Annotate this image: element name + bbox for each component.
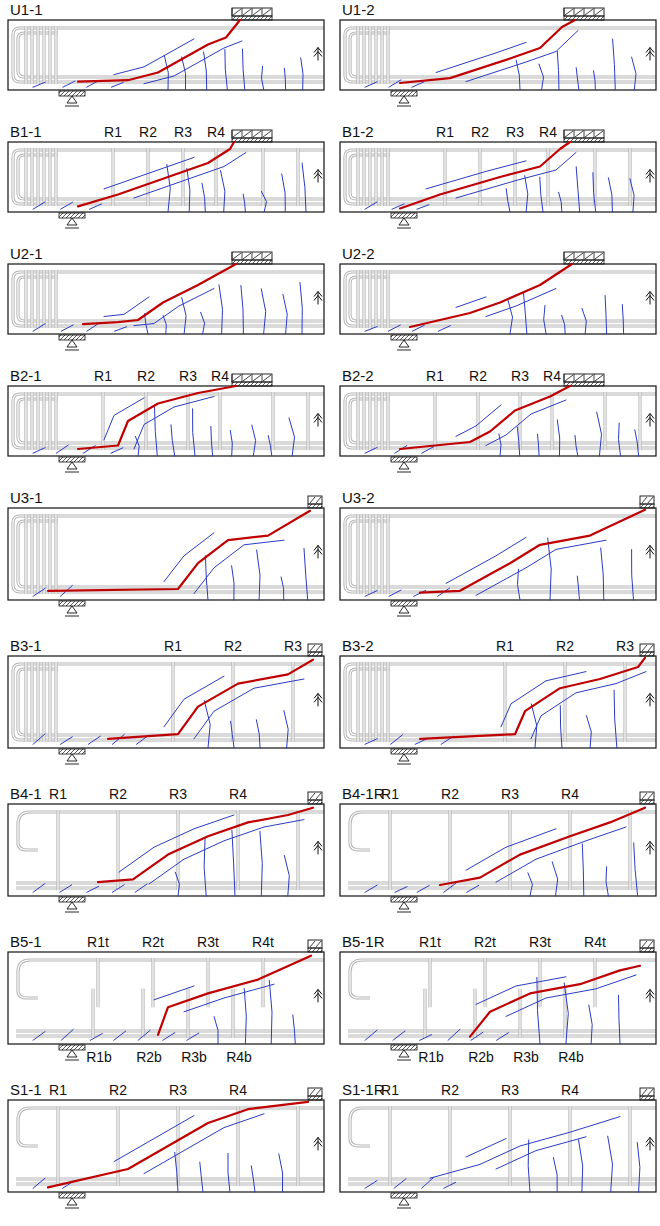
bar-label: R4 — [207, 125, 225, 139]
specimen-label: U1-2 — [342, 2, 375, 17]
specimen-label: U3-2 — [342, 490, 375, 505]
bar-label: R2 — [137, 369, 155, 383]
bar-label: R1 — [49, 1083, 67, 1097]
specimen-label: B2-2 — [342, 368, 374, 383]
bar-label: R4b — [558, 1050, 584, 1064]
bar-label: R4t — [252, 935, 274, 949]
bar-label: R4 — [229, 1083, 247, 1097]
bar-label: R1 — [381, 1083, 399, 1097]
bar-label: R1 — [104, 125, 122, 139]
specimen-label: B2-1 — [10, 368, 42, 383]
bar-label: R2 — [109, 787, 127, 801]
specimen-label: S1-1 — [10, 1082, 42, 1097]
specimen-label: B3-2 — [342, 638, 374, 653]
bar-label: R3 — [616, 639, 634, 653]
bar-label: R3 — [169, 1083, 187, 1097]
specimen-label: B5-1R — [342, 934, 385, 949]
bar-label: R2 — [471, 125, 489, 139]
specimen-label: B4-1 — [10, 786, 42, 801]
bar-label: R2 — [441, 1083, 459, 1097]
specimen-label: U1-1 — [10, 2, 43, 17]
bar-label: R3b — [181, 1050, 207, 1064]
bar-label: R3 — [169, 787, 187, 801]
bar-label: R2t — [474, 935, 496, 949]
bar-label: R3t — [197, 935, 219, 949]
specimen-label: U3-1 — [10, 490, 43, 505]
specimen-label: B1-2 — [342, 124, 374, 139]
bar-label: R2 — [109, 1083, 127, 1097]
bar-label: R4 — [561, 787, 579, 801]
bar-label: R1b — [418, 1050, 444, 1064]
bar-label: R1 — [49, 787, 67, 801]
bar-label: R3 — [501, 787, 519, 801]
specimen-label: S1-1R — [342, 1082, 385, 1097]
bar-label: R2 — [224, 639, 242, 653]
bar-label: R3t — [529, 935, 551, 949]
specimen-label: B3-1 — [10, 638, 42, 653]
bar-label: R3 — [174, 125, 192, 139]
bar-label: R1t — [419, 935, 441, 949]
specimen-label: U2-1 — [10, 246, 43, 261]
bar-label: R4 — [229, 787, 247, 801]
bar-label: R1b — [86, 1050, 112, 1064]
bar-label: R2 — [441, 787, 459, 801]
bar-label: R3 — [506, 125, 524, 139]
specimen-label: B4-1R — [342, 786, 385, 801]
bar-label: R4 — [539, 125, 557, 139]
bar-label: R1 — [164, 639, 182, 653]
bar-label: R4 — [211, 369, 229, 383]
bar-label: R4t — [584, 935, 606, 949]
specimen-label: U2-2 — [342, 246, 375, 261]
bar-label: R3 — [511, 369, 529, 383]
bar-label: R2 — [139, 125, 157, 139]
bar-label: R3 — [284, 639, 302, 653]
bar-label: R3b — [513, 1050, 539, 1064]
bar-label: R1 — [94, 369, 112, 383]
bar-label: R1 — [496, 639, 514, 653]
bar-label: R1 — [381, 787, 399, 801]
bar-label: R2b — [468, 1050, 494, 1064]
bar-label: R3 — [179, 369, 197, 383]
bar-label: R4 — [543, 369, 561, 383]
bar-label: R2 — [556, 639, 574, 653]
bar-label: R1 — [436, 125, 454, 139]
bar-label: R2 — [469, 369, 487, 383]
bar-label: R2t — [142, 935, 164, 949]
bar-label: R1 — [426, 369, 444, 383]
specimen-label: B1-1 — [10, 124, 42, 139]
bar-label: R1t — [87, 935, 109, 949]
bar-label: R4b — [226, 1050, 252, 1064]
bar-label: R3 — [501, 1083, 519, 1097]
bar-label: R4 — [561, 1083, 579, 1097]
specimen-label: B5-1 — [10, 934, 42, 949]
bar-label: R2b — [136, 1050, 162, 1064]
